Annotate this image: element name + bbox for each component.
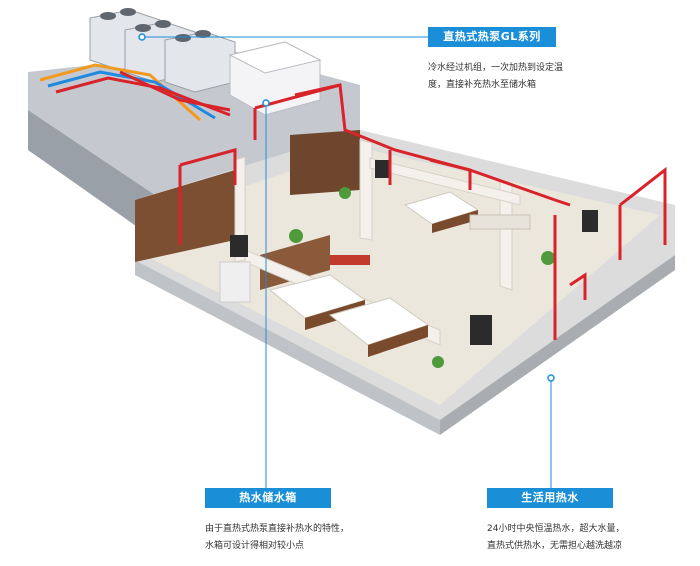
heat-pump-unit — [164, 30, 236, 93]
supply-pipes — [39, 63, 231, 122]
leader-lines — [142, 36, 552, 488]
beds — [268, 191, 480, 357]
domestic-water-marker — [547, 374, 555, 382]
heat-pump-callout-text: 冷水经过机组，一次加热到设定温 度，直接补充热水至储水箱 — [428, 60, 563, 94]
storage-tank-callout-text: 由于直热式热泵直接补热水的特性， 水箱可设计得相对较小点 — [205, 521, 349, 555]
floor — [150, 148, 660, 405]
domestic-water-callout-title: 生活用热水 — [487, 488, 613, 508]
domestic-water-line-2: 直热式供热水，无需担心越洗越凉 — [487, 541, 623, 551]
storage-tank-callout-title: 热水储水箱 — [205, 488, 331, 508]
domestic-water-line-1: 24小时中央恒温热水，超大水量， — [487, 524, 625, 534]
storage-tank-marker — [262, 99, 270, 107]
storage-tank-line-1: 由于直热式热泵直接补热水的特性， — [205, 524, 350, 534]
furniture — [219, 160, 598, 368]
storage-tank-line-2: 水箱可设计得相对较小点 — [205, 541, 305, 551]
heat-pump-line-2: 度，直接补充热水至储水箱 — [428, 80, 537, 90]
heat-pump-callout-title: 直热式热泵GL系列 — [428, 27, 556, 47]
heat-pump-line-1: 冷水经过机组，一次加热到设定温 — [428, 63, 564, 73]
hot-water-pipes — [178, 83, 667, 340]
domestic-water-callout-text: 24小时中央恒温热水，超大水量， 直热式供热水，无需担心越洗越凉 — [487, 521, 624, 555]
heat-pump-marker — [138, 33, 146, 41]
